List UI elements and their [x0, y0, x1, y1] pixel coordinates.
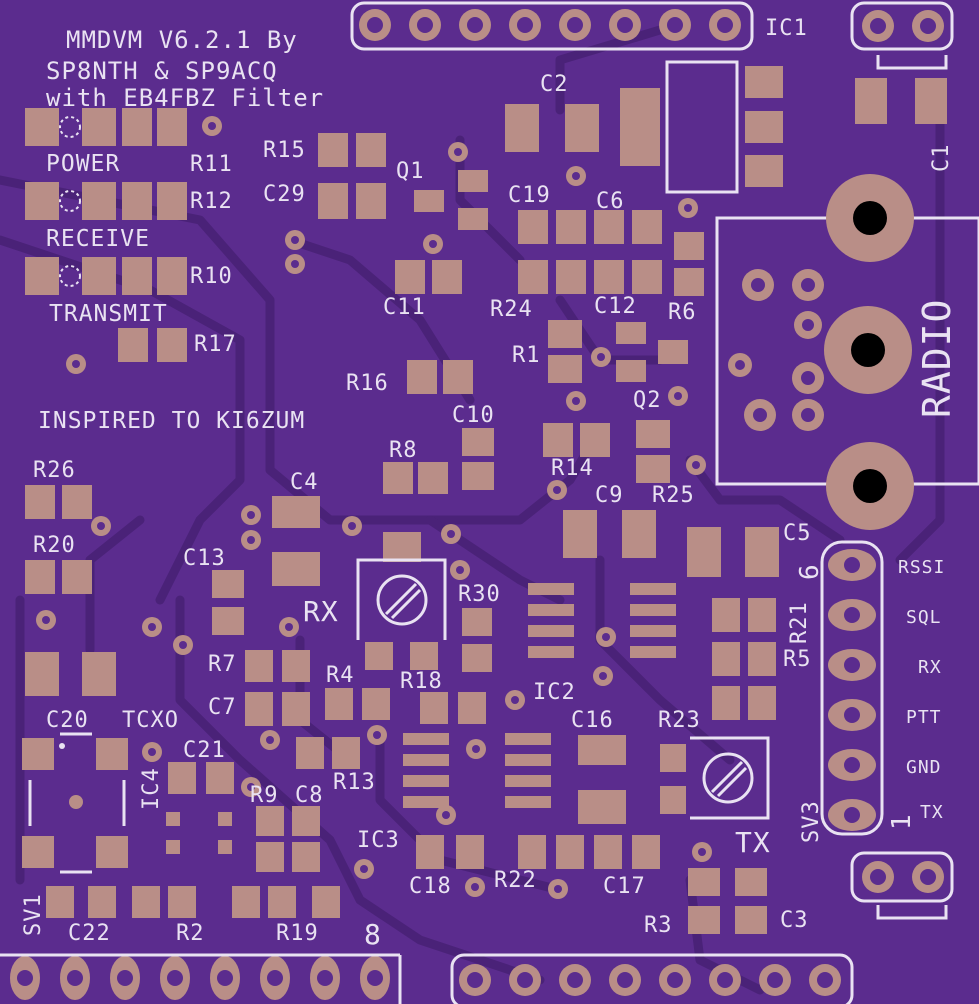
- label-sv1: SV1: [21, 893, 46, 936]
- title-line-1: MMDVM V6.2.1 By: [66, 26, 298, 54]
- label-r26: R26: [33, 458, 76, 483]
- title-line-2: SP8NTH & SP9ACQ: [46, 57, 278, 85]
- header-signal-rx: RX: [918, 657, 942, 678]
- label-r12: R12: [190, 189, 233, 214]
- label-r10: R10: [190, 264, 233, 289]
- label-r22: R22: [494, 868, 537, 893]
- label-sv3: SV3: [799, 800, 824, 843]
- label-c9: C9: [595, 483, 624, 508]
- radio-connector-label: RADIO: [915, 299, 959, 418]
- led-outlines: [59, 116, 81, 287]
- label-c10: C10: [452, 403, 495, 428]
- label-r15: R15: [263, 138, 306, 163]
- sv3-header: [820, 540, 884, 836]
- label-r8: R8: [389, 438, 418, 463]
- label-ic4: IC4: [139, 767, 164, 810]
- header-signal-tx: TX: [920, 802, 944, 823]
- label-r2: R2: [176, 921, 205, 946]
- label-r20: R20: [33, 533, 76, 558]
- label-r11: R11: [190, 152, 233, 177]
- label-c6: C6: [596, 189, 625, 214]
- label-ic2: IC2: [533, 680, 576, 705]
- header-signal-rssi: RSSI: [898, 557, 945, 578]
- bottom-right-header: [450, 953, 854, 1004]
- label-ic3: IC3: [357, 828, 400, 853]
- label-c22: C22: [68, 921, 111, 946]
- label-r18: R18: [400, 669, 443, 694]
- via-holes: [42, 122, 706, 893]
- label-c11: C11: [383, 295, 426, 320]
- rx-trimmer-label: RX: [303, 595, 339, 628]
- label-c12: C12: [594, 294, 637, 319]
- label-c5: C5: [783, 521, 812, 546]
- transmit-led-label: TRANSMIT: [49, 301, 168, 327]
- tx-trimmer: [690, 736, 770, 820]
- smd-pads: [22, 66, 947, 934]
- tcxo-outline: [28, 732, 126, 874]
- receive-led-label: RECEIVE: [46, 226, 150, 252]
- label-r14: R14: [551, 456, 594, 481]
- header-signal-gnd: GND: [906, 757, 942, 778]
- label-r5: R5: [783, 647, 812, 672]
- sv1-header: [0, 953, 402, 1004]
- label-c4: C4: [290, 470, 319, 495]
- label-r6: R6: [668, 300, 697, 325]
- header-signal-sql: SQL: [906, 607, 942, 628]
- label-c8: C8: [295, 783, 324, 808]
- label-c2: C2: [540, 72, 569, 97]
- label-r16: R16: [346, 371, 389, 396]
- credit-text: INSPIRED TO KI6ZUM: [38, 408, 305, 434]
- label-tcxo: TCXO: [122, 708, 179, 733]
- tx-trimmer-label: TX: [735, 826, 771, 859]
- label-r1: R1: [512, 343, 541, 368]
- ic1-header: [350, 1, 754, 51]
- crystal-outline: [665, 60, 739, 194]
- label-r21: R21: [787, 601, 812, 644]
- label-r25: R25: [652, 483, 695, 508]
- power-led-label: POWER: [46, 151, 120, 177]
- label-q1: Q1: [396, 159, 425, 184]
- label-r19: R19: [276, 921, 319, 946]
- label-c16: C16: [571, 708, 614, 733]
- top-right-2pin-header: [850, 1, 954, 70]
- label-r9: R9: [250, 783, 279, 808]
- bottom-right-2pin-header: [850, 851, 954, 920]
- label-c29: C29: [263, 182, 306, 207]
- label-c3: C3: [780, 908, 809, 933]
- label-r30: R30: [458, 582, 501, 607]
- header-pin-1: 1: [887, 813, 917, 830]
- bottom-pin-8: 8: [364, 918, 382, 951]
- label-c17: C17: [603, 874, 646, 899]
- label-r3: R3: [644, 913, 673, 938]
- label-r23: R23: [658, 708, 701, 733]
- rx-trimmer: [356, 558, 447, 640]
- radio-din-connector: [715, 174, 979, 530]
- label-c7: C7: [208, 695, 237, 720]
- label-c20: C20: [46, 708, 89, 733]
- title-line-3: with EB4FBZ Filter: [46, 84, 324, 112]
- label-r24: R24: [490, 297, 533, 322]
- header-signal-ptt: PTT: [906, 707, 942, 728]
- label-r13: R13: [333, 770, 376, 795]
- label-q2: Q2: [633, 388, 662, 413]
- header-pin-6: 6: [795, 563, 825, 580]
- label-ic1: IC1: [765, 16, 808, 41]
- label-r17: R17: [194, 332, 237, 357]
- label-c19: C19: [508, 183, 551, 208]
- label-c18: C18: [409, 874, 452, 899]
- label-c13: C13: [183, 546, 226, 571]
- label-r7: R7: [208, 652, 237, 677]
- label-c21: C21: [183, 738, 226, 763]
- label-r4: R4: [326, 663, 355, 688]
- label-c1: C1: [929, 144, 954, 173]
